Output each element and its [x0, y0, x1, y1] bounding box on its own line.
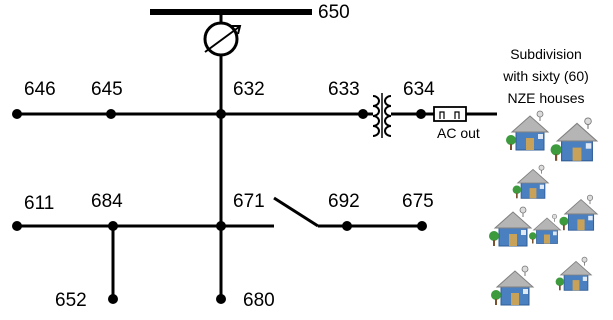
house-icon — [550, 117, 598, 162]
node-645 — [106, 109, 116, 119]
subdivision-line-3: NZE houses — [507, 90, 584, 106]
regulator-icon — [203, 21, 242, 57]
bus-label-671: 671 — [233, 191, 265, 212]
bus-label-646: 646 — [24, 79, 56, 100]
bus-label-680: 680 — [243, 290, 275, 311]
transformer-icon — [372, 93, 392, 138]
house-icon — [512, 164, 549, 199]
bus-label-684: 684 — [91, 191, 123, 212]
node-692 — [342, 221, 352, 231]
bus-label-652: 652 — [55, 290, 87, 311]
bus-label-611: 611 — [24, 193, 54, 214]
bus-label-632: 632 — [233, 79, 265, 100]
house-icon — [555, 256, 592, 291]
node-634 — [416, 109, 426, 119]
switch-671-692 — [273, 196, 319, 228]
node-652 — [108, 294, 118, 304]
node-684 — [108, 221, 118, 231]
bus-label-634: 634 — [403, 79, 435, 100]
node-646 — [12, 109, 22, 119]
ac-out-label: AC out — [437, 125, 480, 141]
bus-label-650: 650 — [318, 2, 350, 23]
bus-label-645: 645 — [91, 79, 123, 100]
subdivision-line-2: with sixty (60) — [502, 68, 589, 84]
house-icon — [528, 213, 561, 244]
house-icon — [490, 265, 534, 306]
house-icon — [488, 206, 532, 247]
house-icon — [558, 194, 598, 231]
node-680 — [216, 294, 226, 304]
node-611 — [12, 221, 22, 231]
house-icon — [505, 110, 549, 151]
node-632 — [216, 109, 226, 119]
node-671 — [216, 221, 226, 231]
inverter-icon — [433, 106, 467, 122]
bus-label-675: 675 — [402, 191, 434, 212]
bus-label-692: 692 — [328, 191, 360, 212]
node-675 — [417, 221, 427, 231]
bus-label-633: 633 — [328, 79, 360, 100]
subdivision-line-1: Subdivision — [510, 46, 582, 62]
node-633 — [358, 109, 368, 119]
